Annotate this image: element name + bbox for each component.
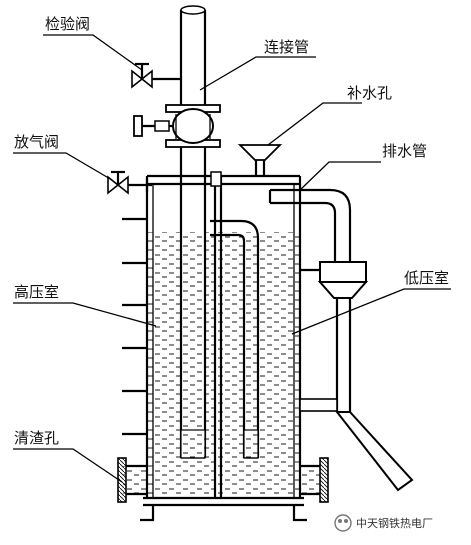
label-check-valve: 检验阀	[45, 15, 90, 33]
label-low-pressure-chamber: 低压室	[404, 269, 449, 287]
label-refill-hole: 补水孔	[347, 84, 392, 102]
inner-overflow-tube	[210, 219, 260, 459]
stop-valve-handwheel	[133, 115, 173, 137]
connecting-pipe	[179, 5, 207, 459]
refill-funnel	[237, 144, 283, 176]
watermark-text: 中天钢铁热电厂	[356, 517, 433, 530]
label-cleanout-hole: 清渣孔	[14, 429, 59, 447]
label-drain-pipe: 排水管	[382, 142, 427, 160]
vessel-shell	[140, 174, 307, 522]
check-valve	[131, 62, 181, 89]
watermark: 中天钢铁热电厂	[334, 514, 433, 532]
label-vent-valve: 放气阀	[14, 133, 59, 151]
vent-valve	[107, 170, 152, 195]
drain-pipe	[268, 188, 414, 492]
level-scale-ticks	[122, 217, 147, 436]
label-connecting-pipe: 连接管	[264, 38, 309, 56]
label-high-pressure-chamber: 高压室	[14, 283, 59, 301]
upper-flange	[165, 104, 221, 148]
top-stub	[210, 171, 222, 187]
leader-lines	[13, 34, 451, 483]
water-fill	[123, 232, 320, 498]
cleanout-hole-right	[300, 457, 329, 503]
